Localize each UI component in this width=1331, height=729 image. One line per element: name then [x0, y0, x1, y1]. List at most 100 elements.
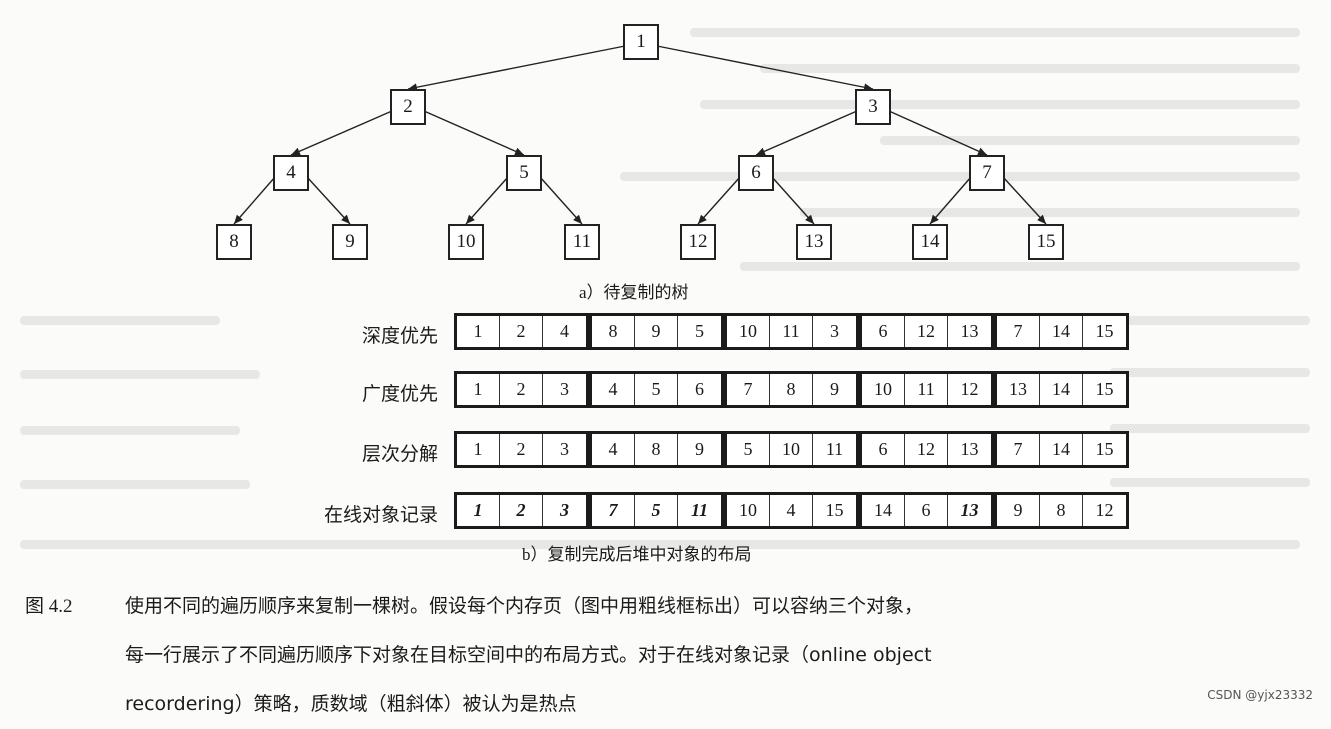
object-cell: 11	[770, 316, 813, 347]
tree-edge-7-14	[929, 176, 972, 225]
object-cell: 5	[695, 321, 704, 341]
tree-node-7: 7	[969, 155, 1005, 191]
object-cell: 13	[960, 321, 979, 341]
object-cell: 7	[727, 374, 770, 405]
object-cell: 7	[997, 316, 1040, 347]
tree-edge-3-7	[888, 110, 988, 156]
tree-node-8: 8	[216, 224, 252, 260]
tree-edge-4-9	[306, 176, 351, 225]
tree-node-12: 12	[680, 224, 716, 260]
object-cell: 5	[727, 434, 770, 465]
tree-edge-6-12	[697, 176, 741, 225]
object-cell: 13	[960, 439, 979, 459]
object-cell: 11	[825, 439, 844, 459]
layout-caption: b）复制完成后堆中对象的布局	[522, 545, 752, 564]
object-cell: 1	[457, 434, 500, 465]
tree-node-11: 11	[564, 224, 600, 260]
object-cell: 14	[862, 495, 905, 526]
object-cell-hot: 3	[560, 500, 569, 520]
tree-edges	[233, 45, 1047, 225]
object-cell: 14	[1040, 316, 1083, 347]
watermark: CSDN @yjx23332	[1207, 688, 1313, 702]
tree-edge-6-13	[771, 176, 815, 225]
tree-node-14: 14	[912, 224, 948, 260]
object-cell: 8	[1040, 495, 1083, 526]
figure-page: 1 2 3 4 5 6 7 8 9 10 11 12 13 14 15 a）待复…	[20, 24, 1313, 715]
object-cell: 9	[997, 495, 1040, 526]
tree-edge-1-3	[656, 45, 874, 92]
object-cell: 2	[500, 374, 543, 405]
object-cell-hot: 11	[690, 500, 708, 520]
object-cell: 2	[500, 434, 543, 465]
object-cell: 4	[592, 434, 635, 465]
caption-line-1: 使用不同的遍历顺序来复制一棵树。假设每个内存页（图中用粗线框标出）可以容纳三个对…	[125, 595, 924, 617]
figure-caption-text: 使用不同的遍历顺序来复制一棵树。假设每个内存页（图中用粗线框标出）可以容纳三个对…	[125, 582, 1315, 729]
tree-node-13: 13	[796, 224, 832, 260]
object-cell: 12	[905, 434, 948, 465]
object-cell: 12	[1095, 500, 1114, 520]
tree-node-3: 3	[855, 89, 891, 125]
object-cell: 4	[592, 374, 635, 405]
object-cell: 4	[560, 321, 569, 341]
object-cell-hot: 7	[592, 495, 635, 526]
object-cell: 8	[635, 434, 678, 465]
object-cell: 3	[560, 439, 569, 459]
object-cell-hot: 13	[960, 500, 979, 520]
object-cell: 11	[905, 374, 948, 405]
row-label-hierarchical: 层次分解	[361, 443, 438, 465]
object-cell: 14	[1040, 434, 1083, 465]
tree-node-10: 10	[448, 224, 484, 260]
object-cell: 7	[997, 434, 1040, 465]
tree-node-4: 4	[273, 155, 309, 191]
tree-edge-5-11	[539, 176, 583, 225]
object-cell: 9	[695, 439, 704, 459]
object-cell: 3	[560, 379, 569, 399]
tree-edge-4-8	[233, 176, 276, 225]
tree-node-5: 5	[506, 155, 542, 191]
tree-node-9: 9	[332, 224, 368, 260]
object-cell: 13	[997, 374, 1040, 405]
tree-edge-1-2	[407, 45, 626, 92]
object-cell: 15	[1095, 379, 1114, 399]
object-cell-hot: 1	[457, 495, 500, 526]
tree-node-2: 2	[390, 89, 426, 125]
object-cell: 1	[457, 316, 500, 347]
object-cell: 9	[635, 316, 678, 347]
object-cell: 15	[1095, 321, 1114, 341]
object-cell: 10	[770, 434, 813, 465]
tree-node-6: 6	[738, 155, 774, 191]
object-cell: 8	[770, 374, 813, 405]
figure-number: 图 4.2	[25, 596, 73, 617]
row-label-depth-first: 深度优先	[361, 325, 438, 347]
object-cell: 10	[727, 316, 770, 347]
tree-edge-3-6	[755, 110, 858, 156]
tree-node-15: 15	[1028, 224, 1064, 260]
object-cell: 8	[592, 316, 635, 347]
object-cell: 15	[825, 500, 844, 520]
object-cell: 5	[635, 374, 678, 405]
object-cell: 3	[830, 321, 839, 341]
caption-line-3: recordering）策略，质数域（粗斜体）被认为是热点	[125, 693, 577, 715]
object-cell: 1	[457, 374, 500, 405]
row-label-online-recording: 在线对象记录	[323, 504, 438, 526]
